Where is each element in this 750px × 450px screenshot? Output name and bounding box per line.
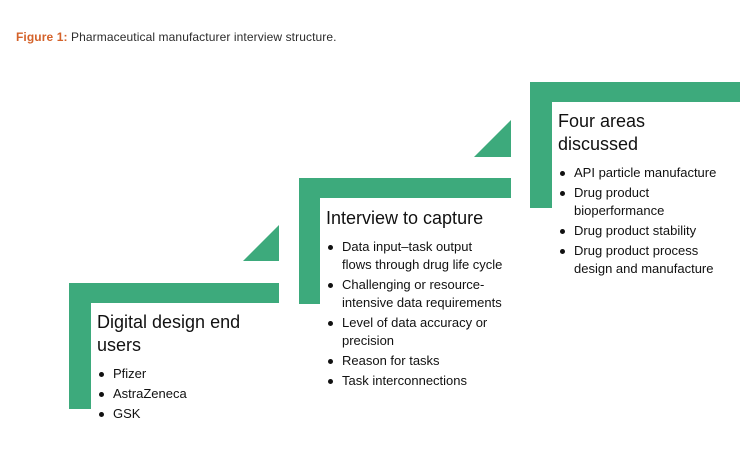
step-2-side-bar [299, 178, 320, 304]
step-3-list-item: Drug product process design and manufact… [558, 242, 743, 278]
step-1-title: Digital design end users [97, 311, 240, 357]
step-2-title-line-1: Interview to capture [326, 208, 484, 228]
step-3-list-item: Drug product bioperformance [558, 184, 743, 220]
step-3-title-line-1: Four areas [558, 111, 646, 131]
step-1-arrow-triangle [243, 225, 279, 261]
step-1-list-item: Pfizer [97, 365, 287, 383]
step-2-title: Interview to capture [326, 207, 483, 230]
step-2-list-item: Data input–task output flows through dru… [326, 238, 546, 274]
step-2-list-item: Challenging or resource- intensive data … [326, 276, 546, 312]
step-3-title: Four areas discussed [558, 110, 645, 156]
figure-label: Figure 1: [16, 30, 68, 44]
step-1-title-line-1: Digital design end [97, 312, 241, 332]
step-3-list-item: API particle manufacture [558, 164, 743, 182]
step-2-list-item: Level of data accuracy or precision [326, 314, 546, 350]
step-1-top-bar [69, 283, 279, 303]
figure-caption: Figure 1: Pharmaceutical manufacturer in… [16, 30, 337, 44]
step-2-list-item: Task interconnections [326, 372, 546, 390]
step-2-arrow-triangle [474, 120, 511, 157]
step-1-side-bar [69, 283, 91, 409]
step-1-list-item: GSK [97, 405, 287, 423]
step-1-title-line-2: users [97, 335, 142, 355]
step-3-list-item: Drug product stability [558, 222, 743, 240]
step-3-side-bar [530, 82, 552, 208]
step-3-top-bar [530, 82, 740, 102]
figure-caption-text: Pharmaceutical manufacturer interview st… [71, 30, 337, 44]
step-1-list-item: AstraZeneca [97, 385, 287, 403]
step-2-list: Data input–task output flows through dru… [326, 238, 546, 392]
step-2-top-bar [299, 178, 511, 198]
step-2-list-item: Reason for tasks [326, 352, 546, 370]
step-1-list: Pfizer AstraZeneca GSK [97, 365, 287, 425]
step-3-title-line-2: discussed [558, 134, 639, 154]
step-3-list: API particle manufacture Drug product bi… [558, 164, 743, 280]
